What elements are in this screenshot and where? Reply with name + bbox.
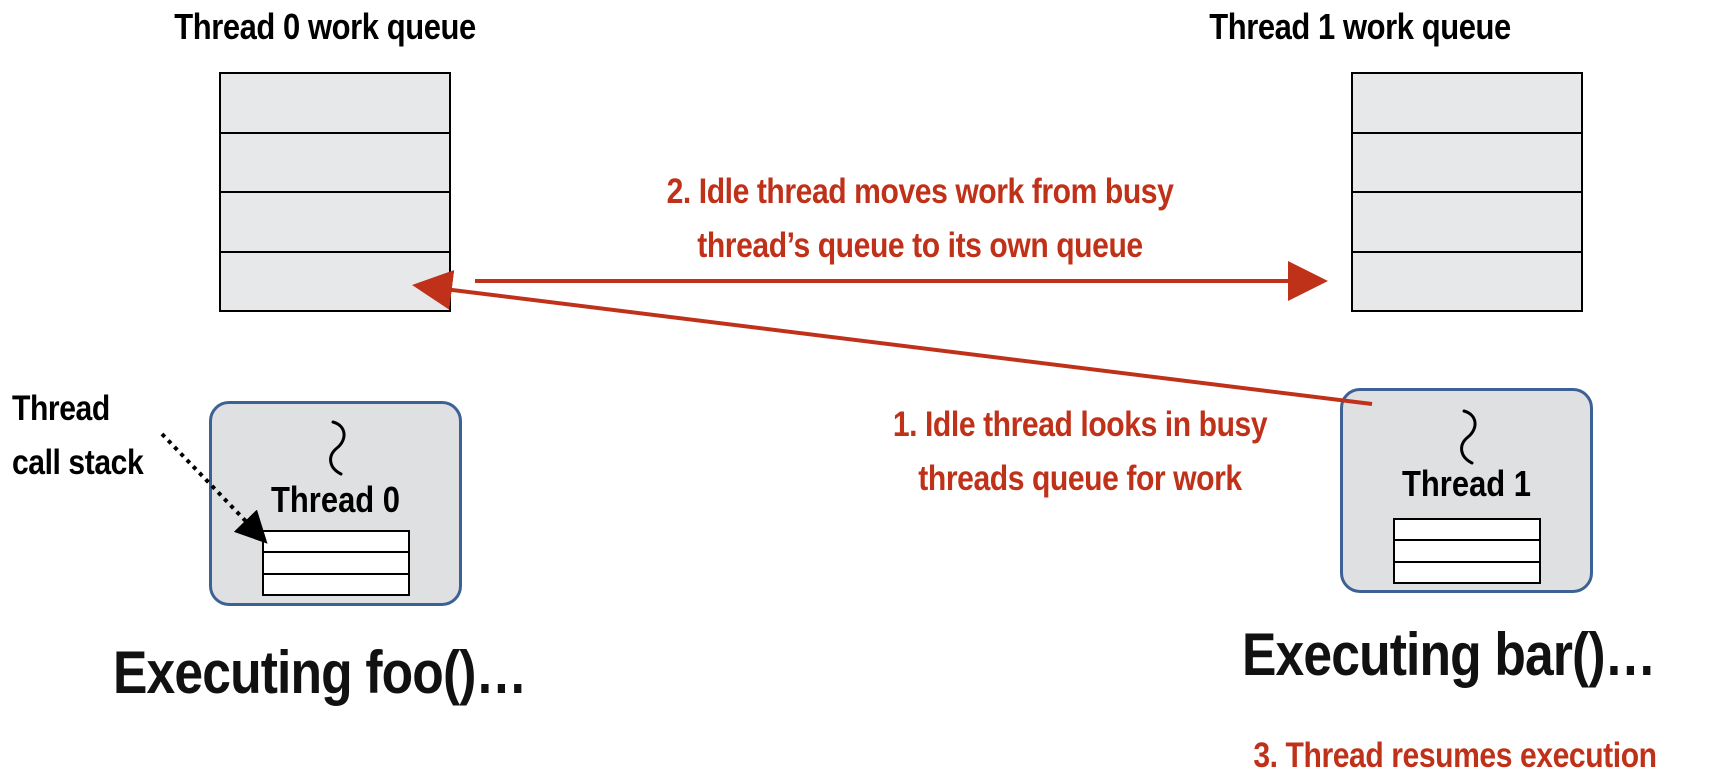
- queue-slot: [221, 252, 449, 310]
- thread1-box: Thread 1: [1340, 388, 1593, 593]
- stack-frame: [264, 532, 408, 554]
- thread1-call-stack: [1393, 518, 1541, 584]
- thread1-queue-title: Thread 1 work queue: [1209, 6, 1511, 47]
- thread1-status: Executing bar()…: [1242, 621, 1656, 688]
- stack-frame: [1395, 520, 1539, 542]
- thread0-queue-title: Thread 0 work queue: [174, 6, 476, 47]
- step1-arrow: [412, 270, 1373, 406]
- thread-squiggle-icon: [1460, 409, 1477, 465]
- call-stack-label: Thread call stack: [12, 389, 144, 482]
- thread0-call-stack: [262, 530, 410, 596]
- thread1-label: Thread 1: [1401, 463, 1532, 504]
- stack-frame: [264, 553, 408, 575]
- stack-frame: [1395, 541, 1539, 563]
- thread0-label: Thread 0: [270, 479, 401, 520]
- queue-slot: [221, 133, 449, 193]
- step3-annotation: 3. Thread resumes execution: [1253, 736, 1657, 775]
- thread-squiggle-icon: [329, 420, 346, 476]
- thread0-work-queue: [219, 72, 451, 312]
- queue-slot: [1353, 193, 1581, 253]
- thread0-box: Thread 0: [209, 401, 462, 606]
- queue-slot: [1353, 133, 1581, 193]
- queue-slot: [221, 193, 449, 253]
- queue-slot: [1353, 252, 1581, 310]
- thread0-status: Executing foo()…: [113, 639, 527, 706]
- step1-annotation: 1. Idle thread looks in busy threads que…: [892, 405, 1268, 498]
- queue-slot: [221, 74, 449, 134]
- queue-slot: [1353, 74, 1581, 134]
- step2-annotation: 2. Idle thread moves work from busy thre…: [666, 172, 1174, 265]
- call-stack-pointer-arrow: [160, 432, 268, 544]
- thread1-work-queue: [1351, 72, 1583, 312]
